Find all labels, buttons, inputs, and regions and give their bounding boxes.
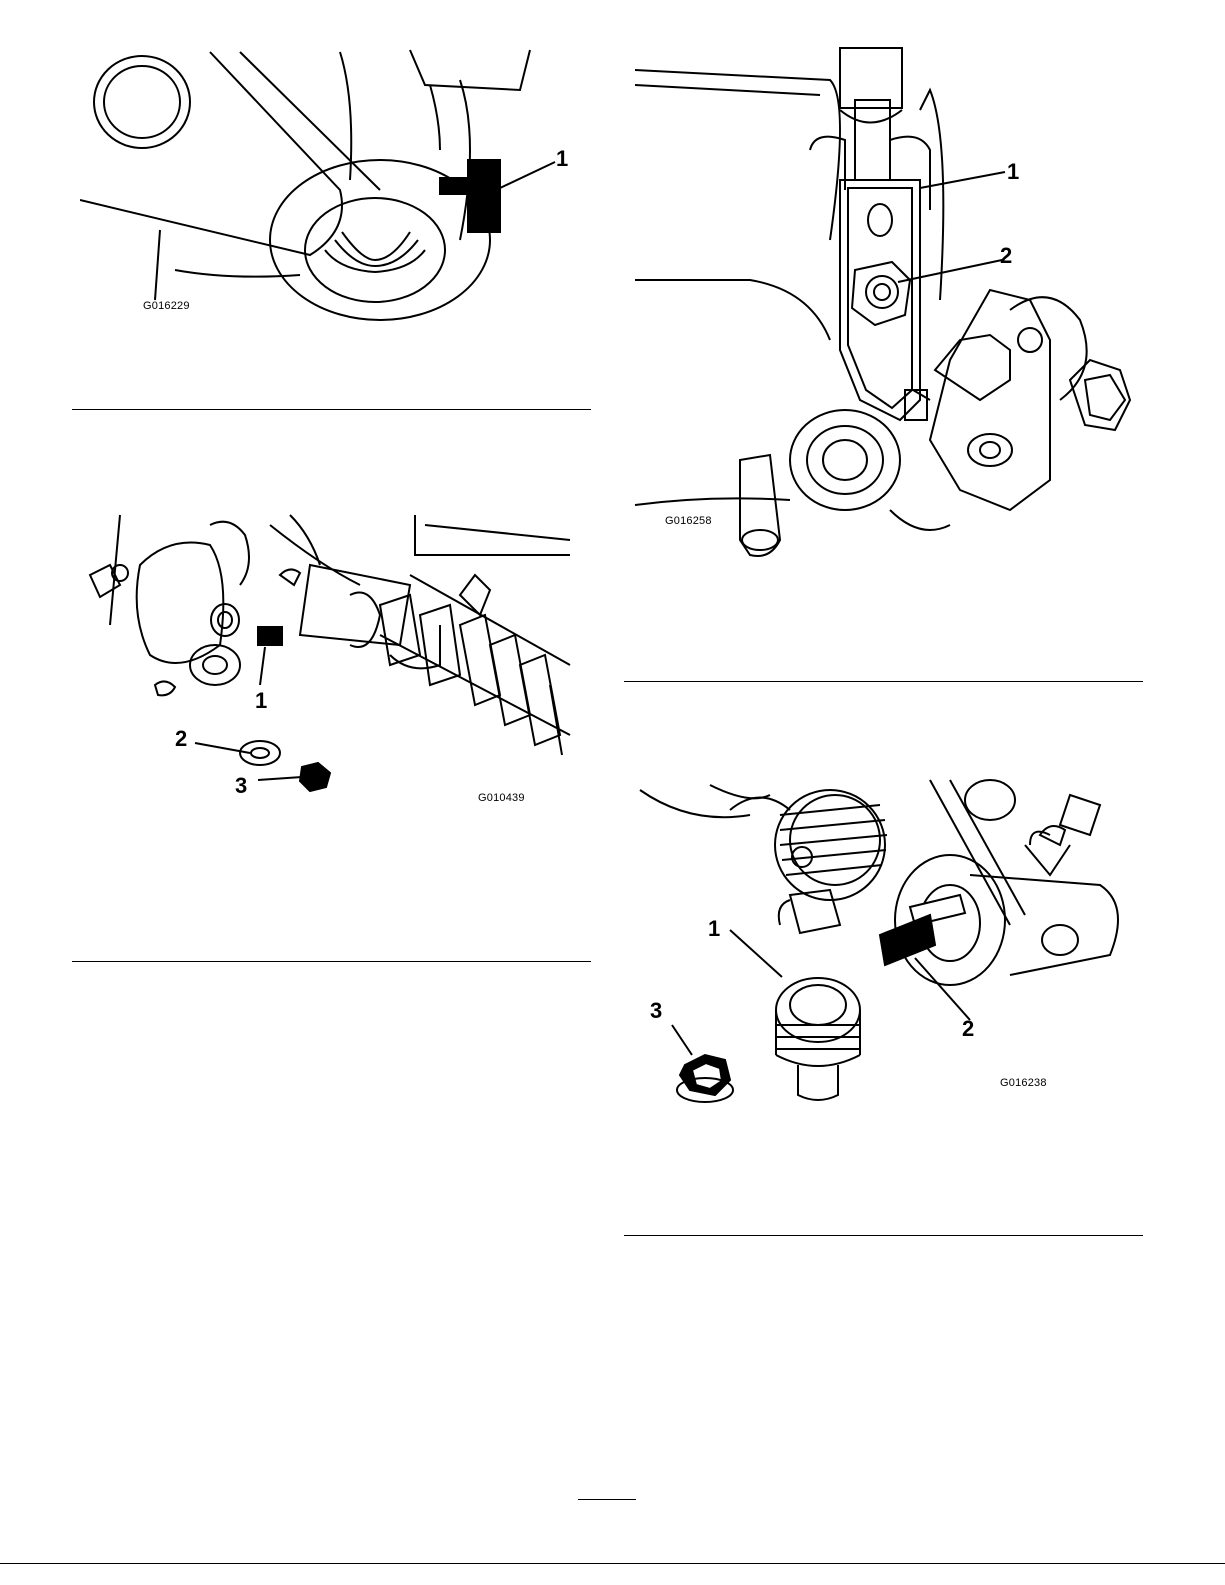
callout-1: 1 bbox=[708, 918, 720, 940]
figure-divider bbox=[72, 961, 591, 962]
figure-g016238-drawing bbox=[630, 765, 1150, 1120]
figure-g010439-drawing bbox=[80, 505, 580, 825]
callout-1: 1 bbox=[255, 690, 267, 712]
figure-g016258 bbox=[630, 40, 1150, 570]
figure-g016229 bbox=[80, 40, 600, 330]
callout-1: 1 bbox=[1007, 161, 1019, 183]
callout-3: 3 bbox=[235, 775, 247, 797]
figure-id: G010439 bbox=[478, 792, 525, 804]
figure-id: G016258 bbox=[665, 515, 712, 527]
page-bottom-border bbox=[0, 1563, 1225, 1564]
figure-g016229-drawing bbox=[80, 40, 600, 330]
figure-divider bbox=[624, 681, 1143, 682]
figure-g016258-drawing bbox=[630, 40, 1150, 570]
callout-2: 2 bbox=[1000, 245, 1012, 267]
callout-3: 3 bbox=[650, 1000, 662, 1022]
figure-id: G016229 bbox=[143, 300, 190, 312]
callout-2: 2 bbox=[962, 1018, 974, 1040]
page-number-underline bbox=[578, 1499, 636, 1500]
figure-g010439 bbox=[80, 505, 580, 825]
figure-divider bbox=[72, 409, 591, 410]
figure-divider bbox=[624, 1235, 1143, 1236]
callout-1: 1 bbox=[556, 148, 568, 170]
figure-id: G016238 bbox=[1000, 1077, 1047, 1089]
callout-2: 2 bbox=[175, 728, 187, 750]
figure-g016238 bbox=[630, 765, 1150, 1120]
